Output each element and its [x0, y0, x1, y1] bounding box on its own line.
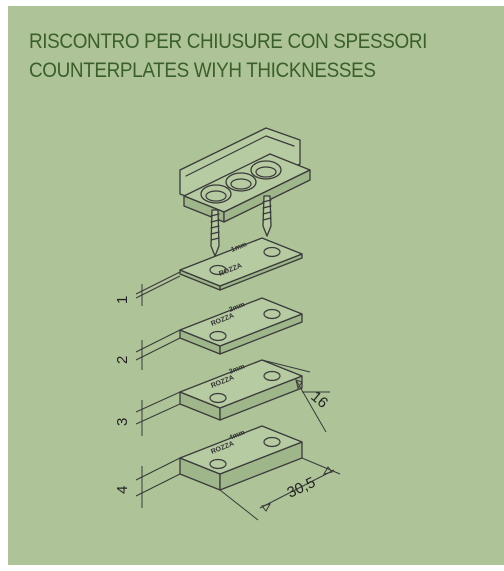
thickness-indicators [135, 271, 181, 508]
title-italian: RISCONTRO PER CHIUSURE CON SPESSORI [29, 30, 428, 53]
spacer-plate-2: ROZZA 2mm [179, 297, 303, 355]
thickness-label-4: 4 [114, 486, 131, 494]
spacer-plate-4: ROZZA 4mm [179, 425, 303, 491]
spacer-plate-1: ROZZA 1mm [179, 237, 303, 291]
title-english: COUNTERPLATES WIYH THICKNESSES [29, 59, 376, 82]
dimension-lines [219, 359, 341, 521]
thickness-label-1: 1 [114, 296, 131, 304]
keeper-part [179, 127, 311, 257]
thickness-label-2: 2 [114, 356, 131, 364]
spacer-plate-3: ROZZA 3mm [179, 359, 303, 421]
thickness-label-3: 3 [114, 418, 131, 426]
dimension-length: 30,5 [285, 474, 319, 502]
